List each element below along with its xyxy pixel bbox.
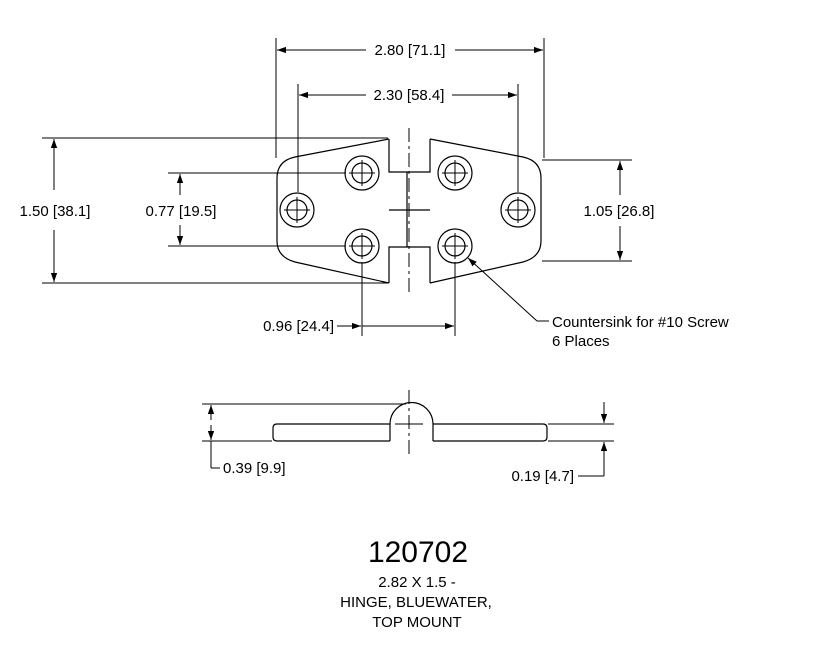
hole-offset-label: 0.96 [24.4] [263,318,334,335]
dim-leaf-thickness: 0.19 [4.7] [511,402,614,485]
side-left-leaf [272,423,390,442]
side-knuckle [389,401,434,441]
knuckle-height-label: 0.39 [9.9] [223,460,286,477]
hole-right-bottom [437,228,473,264]
dim-knuckle-height: 0.39 [9.9] [202,403,406,477]
left-leaf-outline [276,138,390,284]
description-line1: 2.82 X 1.5 - [378,574,456,591]
hole-spacing-label: 2.30 [58.4] [374,87,445,104]
hole-left-bottom [344,228,380,264]
dim-overall-width: 2.80 [71.1] [275,38,545,158]
side-right-leaf [433,423,548,442]
title-block: 120702 2.82 X 1.5 - HINGE, BLUEWATER, TO… [340,536,492,631]
overall-width-label: 2.80 [71.1] [375,42,446,59]
leaf-thickness-label: 0.19 [4.7] [511,468,574,485]
countersink-callout: Countersink for #10 Screw 6 Places [467,257,729,350]
right-leaf-outline [429,138,542,284]
hole-right-outer [500,192,536,228]
hole-left-outer [279,192,315,228]
dim-left-hole-spacing: 0.77 [19.5] [146,172,346,247]
dim-overall-height: 1.50 [38.1] [20,137,388,284]
description-line2: HINGE, BLUEWATER, [340,594,492,611]
hole-left-top [344,155,380,191]
hinge-side-view [272,390,548,457]
hole-right-top [437,155,473,191]
knuckle-interlock [388,139,431,283]
overall-height-label: 1.50 [38.1] [20,203,91,220]
right-height-label: 1.05 [26.8] [584,203,655,220]
dim-right-height: 1.05 [26.8] [542,159,655,262]
dim-hole-offset: 0.96 [24.4] [263,262,456,336]
callout-line1: Countersink for #10 Screw [552,314,729,331]
callout-line2: 6 Places [552,333,610,350]
left-hole-spacing-label: 0.77 [19.5] [146,203,217,220]
description-line3: TOP MOUNT [372,614,461,631]
hinge-top-view [276,128,542,295]
part-number: 120702 [368,536,468,569]
